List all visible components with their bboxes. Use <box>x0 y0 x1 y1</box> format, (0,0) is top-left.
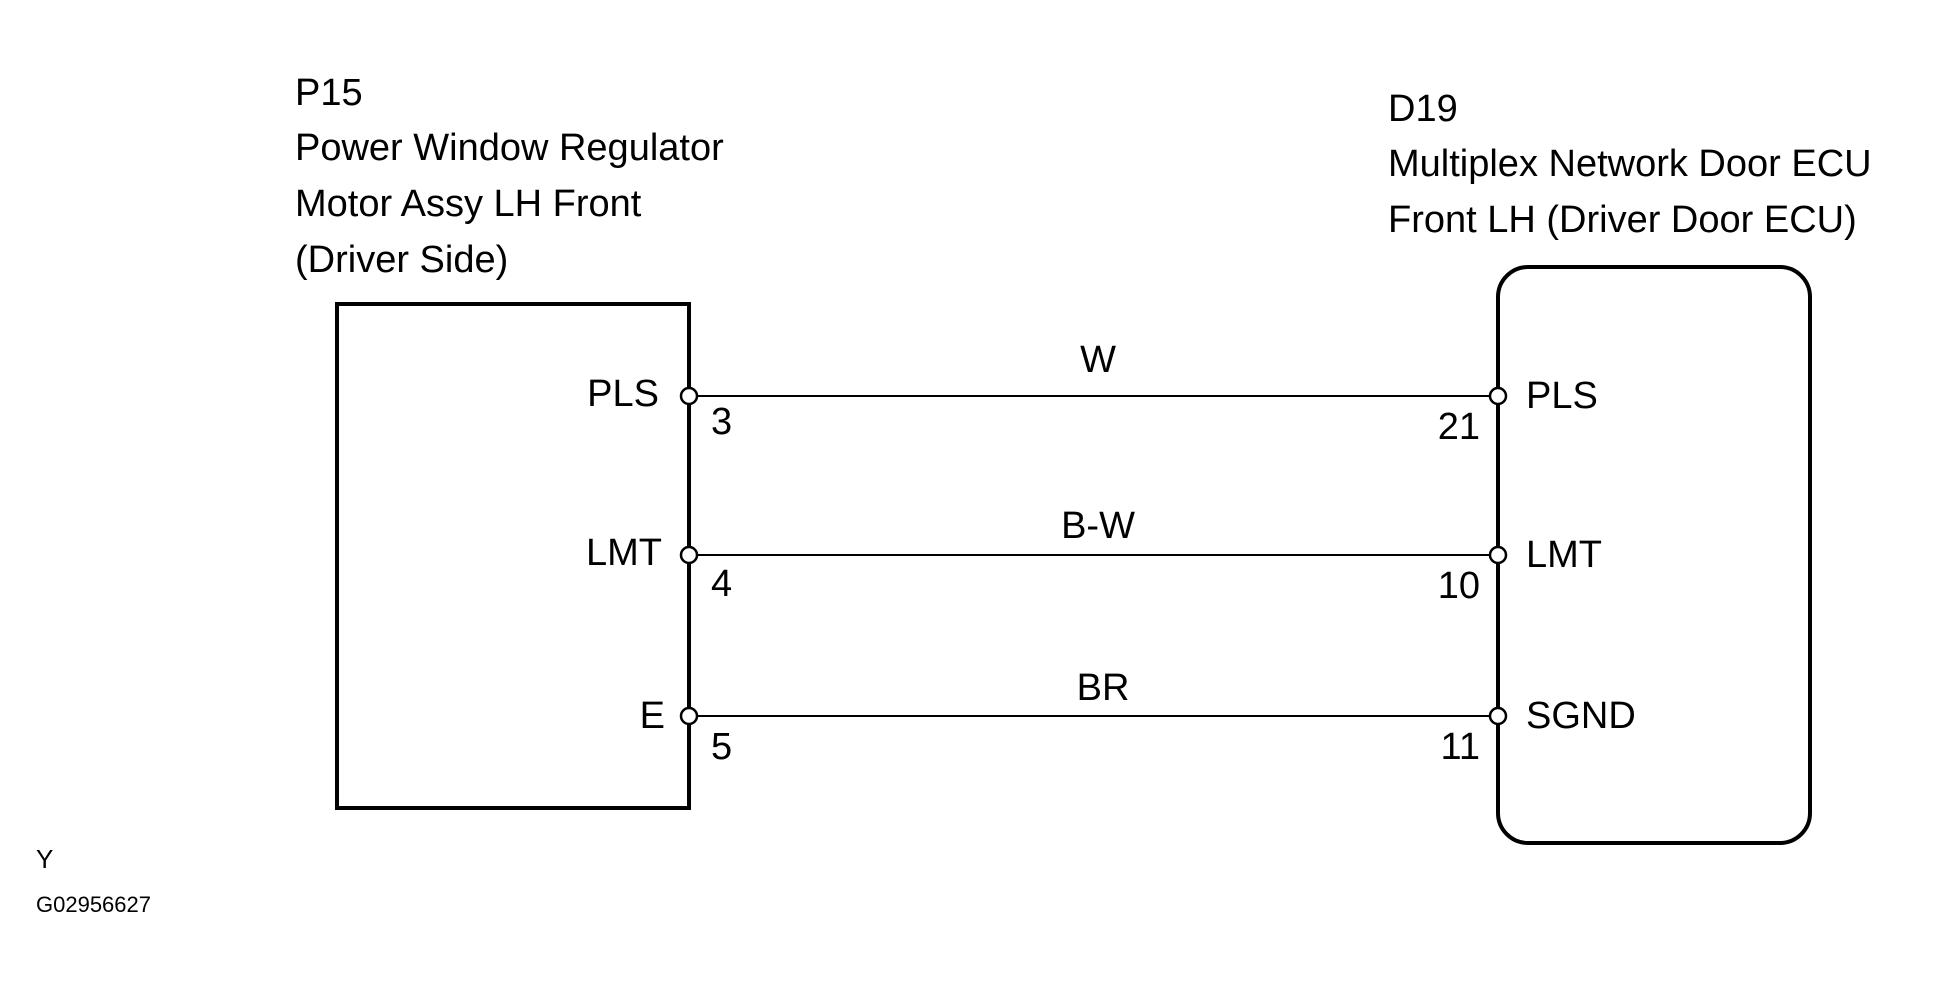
right-pin-1-number: 21 <box>1438 406 1480 448</box>
left-pin-3-label: E <box>640 695 665 737</box>
right-pin-1-terminal <box>1488 386 1508 406</box>
footer-mark: Y <box>36 844 53 874</box>
right-pin-1-label: PLS <box>1526 375 1598 417</box>
right-pin-2-terminal <box>1488 545 1508 565</box>
right-connector-code: D19 <box>1388 88 1458 130</box>
right-pin-2-number: 10 <box>1438 565 1480 607</box>
left-pin-3-terminal <box>679 706 699 726</box>
left-pin-2-label: LMT <box>586 532 662 574</box>
left-pin-1-terminal <box>679 386 699 406</box>
left-pin-1-label: PLS <box>587 373 659 415</box>
wire-3-color: BR <box>1077 667 1130 709</box>
right-pin-3-label: SGND <box>1526 695 1636 737</box>
right-connector-name-line-1: Multiplex Network Door ECU <box>1388 143 1872 185</box>
left-pin-2-terminal <box>679 545 699 565</box>
left-connector-name-line-2: Motor Assy LH Front <box>295 183 642 225</box>
left-connector-name-line-1: Power Window Regulator <box>295 127 724 169</box>
right-connector-name-line-2: Front LH (Driver Door ECU) <box>1388 199 1857 241</box>
right-pin-3-number: 11 <box>1441 726 1480 768</box>
left-connector-code: P15 <box>295 72 363 114</box>
wire-2-color: B-W <box>1061 505 1135 547</box>
left-pin-3-number: 5 <box>711 726 732 768</box>
figure-id: G02956627 <box>36 892 151 917</box>
left-connector-name-line-3: (Driver Side) <box>295 239 508 281</box>
left-pin-1-number: 3 <box>711 401 732 443</box>
right-pin-2-label: LMT <box>1526 534 1602 576</box>
right-pin-3-terminal <box>1488 706 1508 726</box>
wire-1-color: W <box>1080 339 1116 381</box>
left-pin-2-number: 4 <box>711 563 732 605</box>
